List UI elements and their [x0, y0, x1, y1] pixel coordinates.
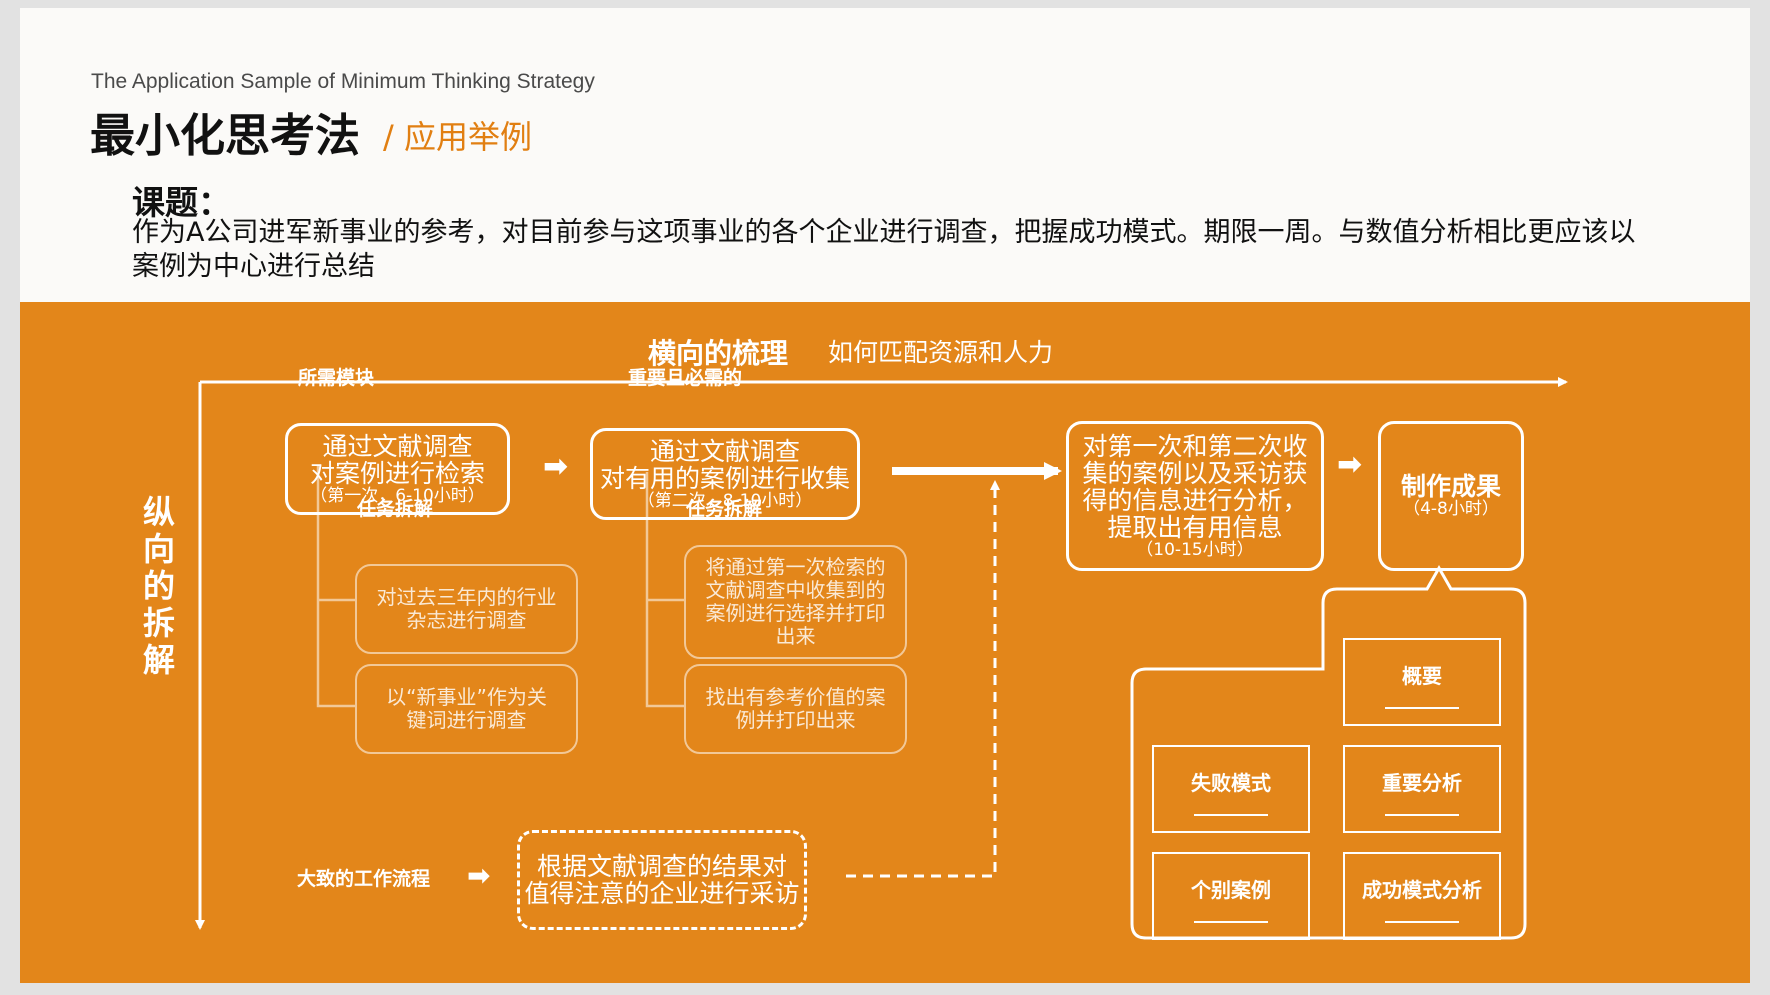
slide: The Application Sample of Minimum Thinki…	[20, 8, 1750, 983]
step4-title: 制作成果	[1400, 472, 1501, 501]
step1-line1: 通过文献调查	[322, 431, 473, 461]
output-cell-success-pattern-label: 成功模式分析	[1362, 878, 1482, 902]
tasks2-label: 任务拆解	[686, 498, 763, 520]
diagram-connectors	[195, 377, 1568, 940]
step4-duration: （4-8小时）	[1403, 499, 1499, 519]
task-tree-connector-1	[316, 466, 355, 708]
step3-line4: 提取出有用信息	[1107, 512, 1283, 542]
horizontal-axis-label: 如何匹配资源和人力	[828, 338, 1054, 367]
vertical-axis-label: 纵向的拆解	[142, 493, 175, 679]
output-cell-failure-pattern-label: 失败模式	[1191, 771, 1271, 795]
output-cell-success-pattern: 成功模式分析	[1343, 852, 1501, 940]
task1-item2: 以“新事业”作为关 键词进行调查	[355, 664, 578, 754]
step4-box: 制作成果 （4-8小时）	[1378, 421, 1524, 571]
output-cell-failure-pattern: 失败模式	[1152, 745, 1310, 833]
workflow-label: 大致的工作流程	[297, 868, 431, 890]
step1-line2: 对案例进行检索	[309, 458, 485, 488]
task-tree-connector-2	[645, 472, 684, 708]
workflow-line2: 值得注意的企业进行采访	[524, 879, 800, 908]
workflow-line1: 根据文献调查的结果对	[536, 852, 787, 881]
output-cell-individual-cases-label: 个别案例	[1191, 878, 1271, 902]
dashed-feedback-arrow	[846, 480, 1000, 878]
step3-line2: 集的案例以及采访获	[1082, 458, 1308, 488]
output-cell-individual-cases: 个别案例	[1152, 852, 1310, 940]
task1-item2-line2: 键词进行调查	[406, 708, 527, 732]
arrow-step3-to-step4: ➡	[1337, 447, 1363, 482]
step1-tag: 所需模块	[298, 367, 375, 389]
topic-label: 课题：	[132, 183, 231, 222]
output-cell-overview: 概要	[1343, 638, 1501, 726]
task1-item1: 对过去三年内的行业 杂志进行调查	[355, 564, 578, 654]
step1-duration: （第一次，6-10小时）	[310, 485, 485, 506]
tasks1-label: 任务拆解	[357, 498, 434, 520]
step1-box: 通过文献调查 对案例进行检索 （第一次，6-10小时）	[285, 423, 510, 515]
title-suffix: / 应用举例	[383, 118, 532, 156]
step3-line1: 对第一次和第二次收	[1082, 431, 1308, 461]
output-cell-overview-label: 概要	[1402, 664, 1442, 688]
step3-duration: （10-15小时）	[1136, 539, 1254, 560]
step2-box: 通过文献调查 对有用的案例进行收集 （第二次，8-10小时）	[590, 428, 860, 520]
step2-line1: 通过文献调查	[649, 436, 800, 466]
task2-item1-line3: 案例进行选择并打印	[705, 601, 886, 625]
horizontal-axis-label-bold: 横向的梳理	[648, 337, 789, 370]
arrow-workflow: ➡	[467, 859, 491, 892]
page-title: 最小化思考法	[90, 109, 361, 162]
task2-item1-line2: 文献调查中收集到的	[705, 578, 886, 602]
step2-line2: 对有用的案例进行收集	[599, 463, 850, 493]
english-subtitle: The Application Sample of Minimum Thinki…	[91, 70, 595, 93]
task2-item1-line1: 将通过第一次检索的	[705, 555, 886, 579]
task1-item1-line1: 对过去三年内的行业	[376, 585, 557, 609]
output-cell-key-analysis: 重要分析	[1343, 745, 1501, 833]
step2-tag: 重要且必需的	[628, 367, 743, 389]
task2-item2-line1: 找出有参考价值的案	[705, 685, 886, 709]
output-callout	[1130, 564, 1527, 940]
workflow-box: 根据文献调查的结果对 值得注意的企业进行采访	[517, 830, 807, 930]
output-cell-key-analysis-label: 重要分析	[1382, 771, 1462, 795]
step3-line3: 得的信息进行分析，	[1082, 485, 1308, 515]
task1-item2-line1: 以“新事业”作为关	[386, 685, 547, 709]
step3-box: 对第一次和第二次收 集的案例以及采访获 得的信息进行分析， 提取出有用信息 （1…	[1066, 421, 1324, 571]
task2-item2-line2: 例并打印出来	[735, 708, 856, 732]
topic-text: 作为A公司进军新事业的参考，对目前参与这项事业的各个企业进行调查，把握成功模式。…	[132, 217, 1636, 282]
task1-item1-line2: 杂志进行调查	[406, 608, 527, 632]
task2-item2: 找出有参考价值的案 例并打印出来	[684, 664, 907, 754]
task2-item1: 将通过第一次检索的 文献调查中收集到的 案例进行选择并打印 出来	[684, 545, 907, 659]
task2-item1-line4: 出来	[775, 624, 816, 648]
diagram-panel: 横向的梳理 如何匹配资源和人力 纵向的拆解 所需模块 通过文献调查 对案例进行检…	[20, 302, 1750, 983]
step2-duration: （第二次，8-10小时）	[637, 490, 813, 511]
arrow-step1-to-step2: ➡	[543, 449, 569, 484]
